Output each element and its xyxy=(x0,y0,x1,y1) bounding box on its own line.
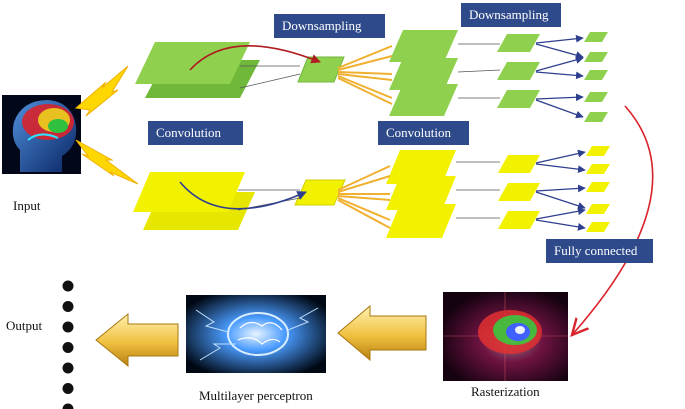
input-brain-icon xyxy=(2,95,81,174)
downsampling-arrow-icon xyxy=(189,45,321,71)
yellow-fan-connectors xyxy=(337,165,391,229)
output-node xyxy=(62,342,74,353)
flow-arrow-icon xyxy=(95,312,179,368)
glowing-brain-icon xyxy=(186,295,326,373)
downsampling-label-2: Downsampling xyxy=(461,3,561,27)
output-node xyxy=(62,383,74,394)
fully-connected-label: Fully connected xyxy=(546,239,653,263)
rasterized-brain-icon xyxy=(443,292,568,381)
output-node xyxy=(62,362,74,374)
flow-arrow-icon xyxy=(572,105,654,335)
output-node xyxy=(62,301,74,312)
green-fan-connectors xyxy=(337,45,393,105)
output-label: Output xyxy=(6,318,43,333)
output-node xyxy=(62,321,74,333)
lightning-bolt-icon xyxy=(74,65,129,117)
yellow-feature-maps xyxy=(133,146,610,238)
flow-arrow-icon xyxy=(337,304,427,362)
yellow-connections xyxy=(237,161,500,219)
green-feature-maps xyxy=(135,30,608,122)
output-node xyxy=(62,280,74,292)
input-label: Input xyxy=(13,198,41,213)
downsampling-arrow-icon xyxy=(179,181,307,210)
green-connections xyxy=(239,43,501,99)
output-node xyxy=(62,403,74,409)
convolution-label-1: Convolution xyxy=(148,121,243,145)
yellow-fc-arrows xyxy=(535,149,586,231)
rasterization-label: Rasterization xyxy=(471,384,540,399)
output-nodes xyxy=(62,280,74,409)
multilayer-perceptron-label: Multilayer perceptron xyxy=(199,388,313,403)
lightning-bolt-icon xyxy=(75,139,139,185)
convolution-label-2: Convolution xyxy=(378,121,469,145)
downsampling-label-1: Downsampling xyxy=(274,14,385,38)
green-fc-arrows xyxy=(535,34,584,119)
